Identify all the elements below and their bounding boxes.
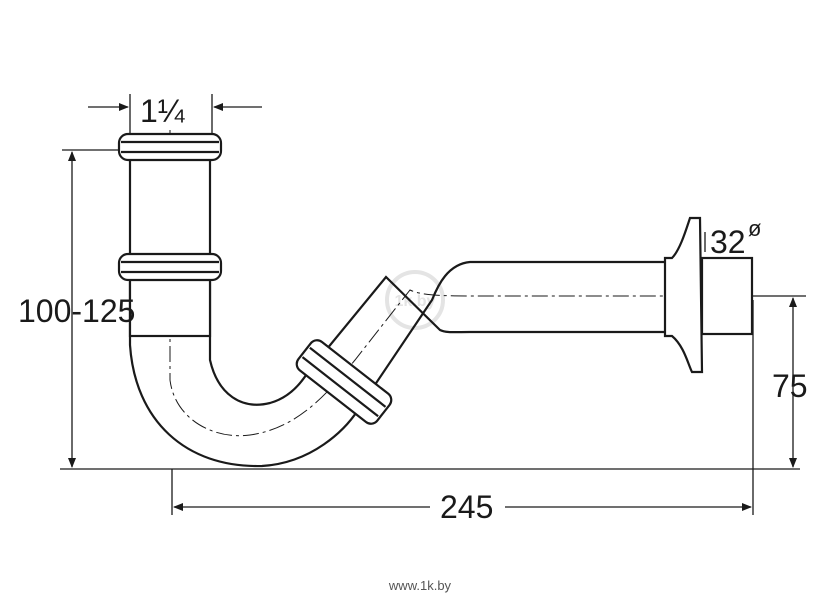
dimension-lines (60, 94, 806, 515)
dimension-outlet-height-label: 75 (772, 368, 808, 404)
pipe-outer-wall (128, 260, 665, 468)
pipe-inner-wall (208, 275, 665, 406)
svg-text:1k.by: 1k.by (395, 293, 436, 310)
dimension-length-label: 245 (440, 489, 493, 525)
middle-nut (117, 252, 223, 282)
wall-flange (663, 216, 754, 374)
site-footer: www.1k.by (388, 578, 452, 593)
union-nut (295, 339, 393, 425)
watermark: 1k.by (385, 270, 445, 330)
dimension-height-label: 100-125 (18, 293, 135, 329)
dimension-diameter-label: 32 (710, 224, 746, 260)
diameter-symbol: ø (748, 216, 761, 241)
dimension-width-label: 1¼ (140, 93, 186, 129)
pipe-centerline (169, 130, 760, 437)
inlet-tube (128, 156, 212, 338)
top-nut (117, 132, 223, 162)
siphon-pipe (128, 130, 760, 468)
